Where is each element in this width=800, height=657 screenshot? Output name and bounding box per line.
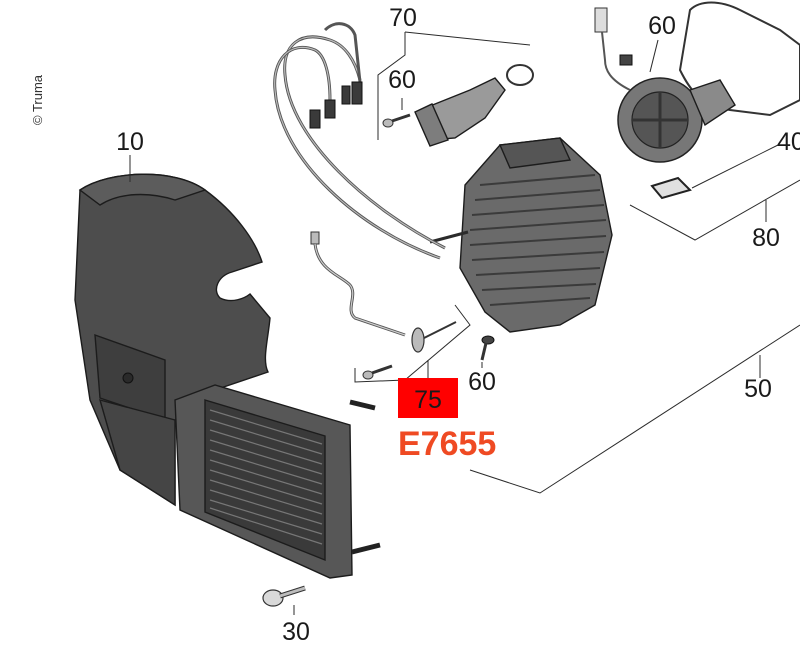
label-60-upper: 60 xyxy=(388,66,416,94)
screw-30-part[interactable] xyxy=(262,585,306,607)
label-60-top-right: 60 xyxy=(648,12,676,40)
label-70: 70 xyxy=(389,4,417,32)
part-code: E7655 xyxy=(398,425,496,463)
label-50: 50 xyxy=(744,375,772,403)
cable-harness-part[interactable] xyxy=(273,22,446,260)
electrode-fitting-part[interactable] xyxy=(414,64,534,147)
grille-slats xyxy=(209,409,323,545)
screw-60-lower-part[interactable] xyxy=(480,335,495,361)
heater-cover-part[interactable] xyxy=(74,173,271,507)
label-30: 30 xyxy=(282,618,310,646)
heat-exchanger-part[interactable] xyxy=(429,137,613,333)
label-75: 75 xyxy=(414,386,442,414)
cooling-fins xyxy=(469,174,607,306)
label-10: 10 xyxy=(116,128,144,156)
label-80: 80 xyxy=(752,224,780,252)
label-60-lower: 60 xyxy=(468,368,496,396)
copyright-text: © Truma xyxy=(30,74,45,125)
label-40: 40 xyxy=(777,128,800,156)
highlight-badge-75 xyxy=(398,378,458,418)
screw-60-upper-part[interactable] xyxy=(382,113,411,128)
grille-front-plate[interactable] xyxy=(174,384,381,579)
gasket-40-part[interactable] xyxy=(650,176,692,200)
sensor-cable-part[interactable] xyxy=(310,231,457,380)
fan-assembly-part[interactable] xyxy=(594,1,800,163)
